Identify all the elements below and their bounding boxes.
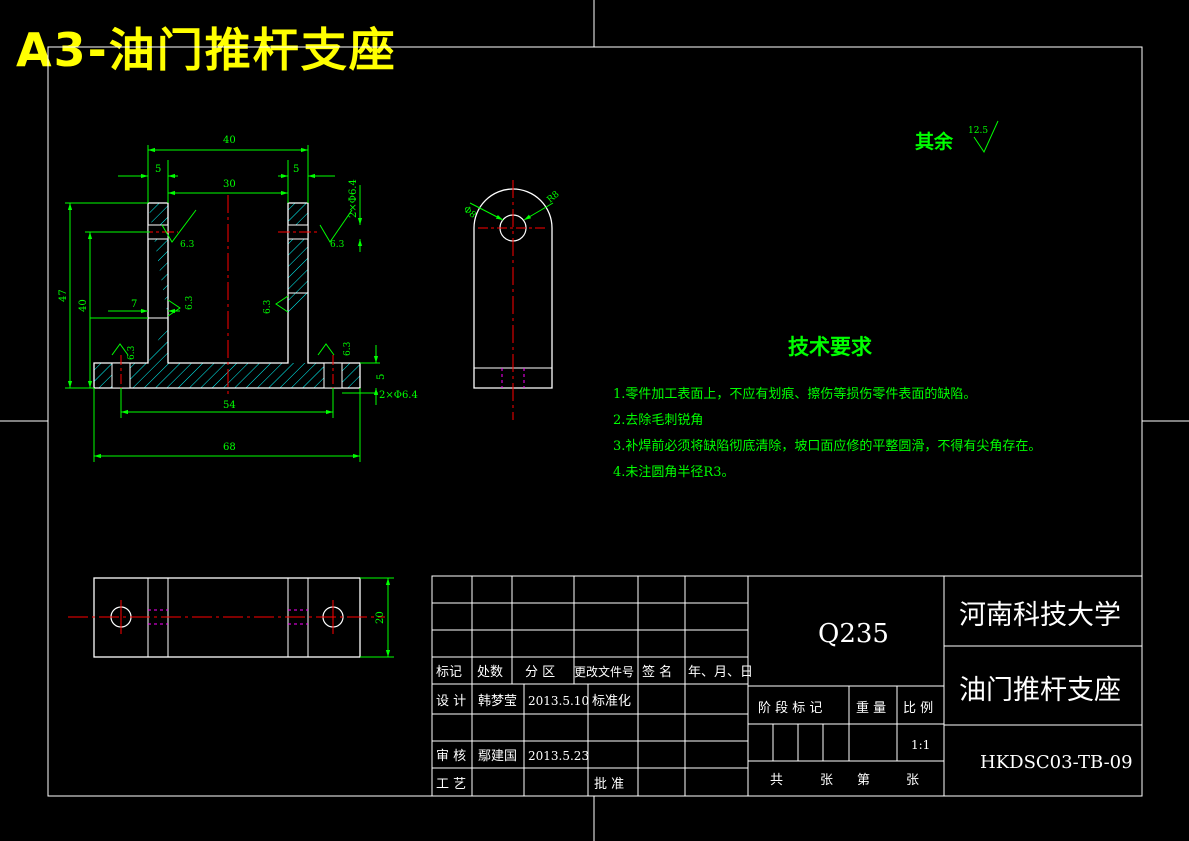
- tech-item-2: 2.去除毛刺锐角: [613, 413, 703, 428]
- dim-height-inner: 40: [78, 299, 89, 312]
- side-dim-2: R8: [546, 189, 562, 205]
- rev-header-2: 处数: [477, 665, 503, 680]
- tech-item-3: 3.补焊前必须将缺陷彻底清除，坡口面应修的平整圆滑，不得有尖角存在。: [613, 438, 1041, 454]
- dim-wall-right: 5: [293, 164, 299, 175]
- roughness-5: 6.3: [127, 345, 137, 360]
- scale-value: 1:1: [911, 738, 930, 752]
- rev-header-6: 年、月、日: [688, 665, 753, 680]
- sheets-2: 张: [820, 773, 833, 788]
- design-label: 设 计: [436, 694, 466, 709]
- dim-hole-note-top: 2×Φ6.4: [348, 179, 359, 218]
- roughness-note-label: 其余: [915, 130, 954, 153]
- check-label: 审 核: [436, 749, 466, 764]
- roughness-3: 6.3: [185, 295, 195, 310]
- school-name: 河南科技大学: [959, 600, 1121, 631]
- dim-wall-left: 5: [155, 164, 161, 175]
- roughness-2: 6.3: [330, 240, 345, 250]
- weight-label: 重 量: [856, 700, 886, 716]
- dim-inner-width: 30: [223, 179, 236, 190]
- side-view: Φ8 R8: [461, 180, 562, 420]
- dim-web: 7: [131, 299, 137, 310]
- tech-item-1: 1.零件加工表面上，不应有划痕、擦伤等损伤零件表面的缺陷。: [613, 386, 976, 402]
- sheets-1: 共: [770, 773, 783, 788]
- roughness-6: 6.3: [343, 341, 353, 356]
- tech-item-4: 4.未注圆角半径R3。: [613, 465, 734, 480]
- tech-heading: 技术要求: [788, 334, 872, 359]
- rev-header-1: 标记: [436, 665, 462, 680]
- scale-label: 比 例: [903, 701, 933, 716]
- stage-label: 阶 段 标 记: [758, 701, 822, 716]
- standardize-label: 标准化: [592, 694, 631, 709]
- process-label: 工 艺: [436, 777, 466, 792]
- design-date: 2013.5.10: [528, 694, 589, 708]
- rev-header-4: 更改文件号: [574, 664, 634, 679]
- checker: 鄢建国: [478, 749, 517, 764]
- roughness-note-value: 12.5: [968, 126, 988, 136]
- material: Q235: [818, 619, 889, 649]
- rev-header-3: 分 区: [525, 665, 555, 680]
- front-view: 40 30 5 5 2×Φ6.4 47 40 7 5 2×Φ6.4 54 68 …: [58, 135, 418, 462]
- approve-label: 批 准: [594, 777, 624, 792]
- roughness-note: 其余 12.5: [915, 120, 999, 154]
- dim-height-total: 47: [58, 289, 69, 302]
- sheets-3: 第: [857, 773, 870, 788]
- drawing-number: HKDSC03-TB-09: [980, 752, 1133, 773]
- title-block: [431, 575, 1143, 797]
- tech-requirements: 技术要求 1.零件加工表面上，不应有划痕、擦伤等损伤零件表面的缺陷。 2.去除毛…: [613, 334, 1041, 480]
- check-date: 2013.5.23: [528, 749, 589, 763]
- dim-base-span: 54: [223, 400, 236, 411]
- roughness-4: 6.3: [263, 299, 273, 314]
- dim-hole-note-base: 2×Φ6.4: [379, 390, 418, 401]
- rev-header-5: 签 名: [642, 664, 672, 680]
- designer: 韩梦莹: [478, 694, 517, 709]
- dim-overall-width: 68: [223, 442, 236, 453]
- sheets-4: 张: [906, 773, 919, 788]
- dim-base-thk: 5: [376, 374, 387, 380]
- top-view: 20: [68, 577, 394, 658]
- title-block-text: 标记 处数 分 区 更改文件号 签 名 年、月、日 设 计 韩梦莹 2013.5…: [436, 600, 1133, 792]
- sheet-title: A3-油门推杆支座: [16, 23, 397, 77]
- top-dim-height: 20: [375, 611, 386, 624]
- part-name: 油门推杆支座: [959, 675, 1121, 706]
- dim-overall-top: 40: [223, 135, 236, 146]
- roughness-1: 6.3: [180, 240, 195, 250]
